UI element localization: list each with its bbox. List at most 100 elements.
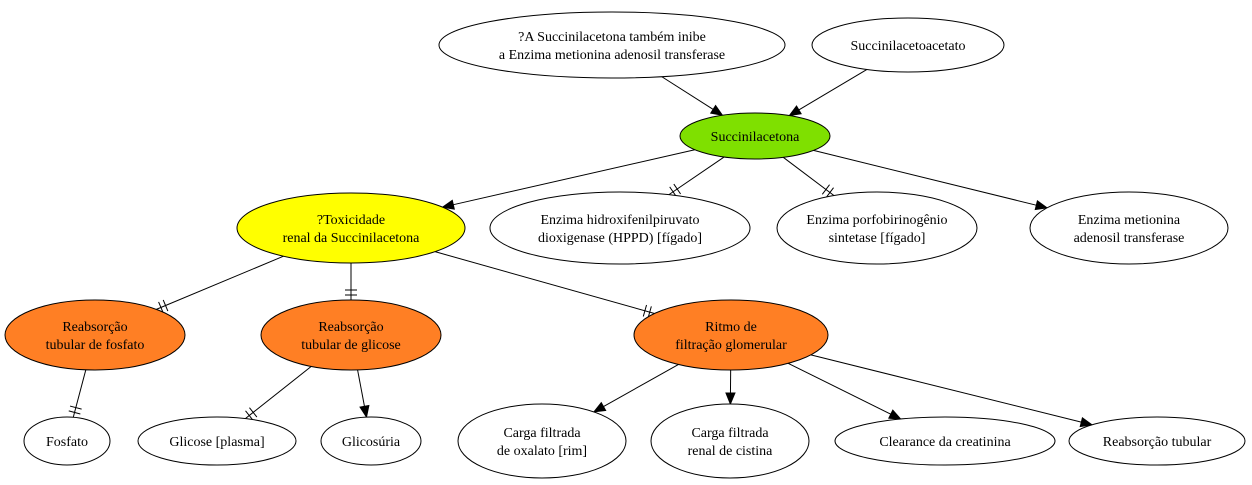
edge-inhibit-note-to-succinilacetona [661,76,724,116]
node-label: Reabsorção [62,320,127,335]
arrowhead-icon [441,199,455,210]
node-glicose-plasma: Glicose [plasma] [137,416,297,466]
node-label: renal da Succinilacetona [283,231,421,246]
edge-succinilacetona-to-metionina [813,149,1049,211]
node-porfobirinogenio: Enzima porfobirinogênio sintetase [fígado… [776,191,978,265]
node-ellipse [137,416,297,466]
edge-ritmo-to-carga-oxalato [592,363,679,413]
node-label: Clearance da creatinina [879,435,1011,450]
edge-succinilacetona-to-porfobirinogenio [782,156,835,198]
edge-ritmo-to-clearance [787,362,902,420]
node-ellipse [260,299,442,371]
inhibition-tee-icon [642,304,648,317]
node-fosfato: Fosfato [23,416,111,466]
node-label: Enzima porfobirinogênio [806,213,947,228]
node-hppd: Enzima hidroxifenilpiruvato dioxigenase (… [489,191,751,265]
node-ellipse [4,299,186,371]
node-carga-cistina: Carga filtrada renal de cistina [650,403,810,479]
edges-layer [68,68,1094,428]
arrowhead-icon [788,105,802,117]
arrowhead-icon [709,104,724,116]
node-label: Succinilacetoacetato [850,39,965,54]
node-ellipse [23,416,111,466]
inhibition-tee-icon [673,183,681,195]
node-ellipse [457,403,627,479]
node-glicosuria: Glicosúria [320,416,422,466]
node-label: de oxalato [rim] [497,444,587,459]
node-ellipse [633,299,829,371]
arrowhead-icon [888,409,902,420]
node-label: sintetase [fígado] [829,231,926,246]
node-label: Reabsorção tubular [1103,435,1212,450]
node-ellipse [834,416,1056,466]
node-reab-glicose: Reabsorção tubular de glicose [260,299,442,371]
edge-ritmo-to-carga-cistina [725,369,736,406]
edge-line [72,369,87,418]
arrowhead-icon [359,404,370,419]
node-ellipse [489,191,751,265]
edge-reab-fosfato-to-fosfato [68,369,87,418]
node-succinilacetoacetato: Succinilacetoacetato [811,17,1005,73]
node-label: ?Toxicidade [317,213,385,228]
inhibition-tee-icon [249,407,258,418]
node-label: ?A Succinilacetona também inibe [518,30,706,45]
node-reab-tubular: Reabsorção tubular [1068,416,1246,466]
node-label: Fosfato [46,435,88,450]
node-label: renal de cistina [688,444,774,459]
edge-line [810,354,1083,423]
arrowhead-icon [725,392,736,406]
node-toxicidade: ?Toxicidade renal da Succinilacetona [236,192,466,264]
node-label: Glicose [plasma] [169,435,264,450]
inhibition-tee-icon [69,405,82,410]
node-succinilacetona: Succinilacetona [679,112,831,160]
node-label: dioxigenase (HPPD) [fígado] [538,231,702,246]
node-ellipse [679,112,831,160]
node-label: Carga filtrada [691,426,769,441]
edge-line [813,149,1038,206]
inhibition-tee-icon [68,410,81,415]
edge-line [357,369,366,408]
node-ritmo: Ritmo de filtração glomerular [633,299,829,371]
node-label: Carga filtrada [503,426,581,441]
node-reab-fosfato: Reabsorção tubular de fosfato [4,299,186,371]
edge-line [797,68,868,111]
inhibition-tee-icon [825,187,834,198]
edge-line [787,362,892,416]
edge-line [245,366,312,419]
node-label: Reabsorção [318,320,383,335]
edge-succinilacetona-to-hppd [668,156,725,198]
edge-toxicidade-to-reab-fosfato [156,255,284,314]
node-label: Succinilacetona [711,130,800,145]
node-ellipse [438,11,786,79]
node-ellipse [650,403,810,479]
node-label: tubular de fosfato [46,338,145,353]
inhibition-tee-icon [158,301,164,314]
node-ellipse [236,192,466,264]
arrowhead-icon [1034,199,1049,211]
edge-line [434,251,655,314]
edge-line [661,76,715,111]
edge-reab-glicose-to-glicosuria [357,369,370,419]
edge-line [782,156,835,196]
node-ellipse [320,416,422,466]
edge-line [452,149,695,206]
edge-line [602,363,679,408]
node-label: Ritmo de [705,320,757,335]
node-ellipse [776,191,978,265]
node-ellipse [1068,416,1246,466]
edge-reab-glicose-to-glicose-plasma [245,366,312,421]
edge-toxicidade-to-reab-glicose [345,263,357,300]
edge-succinilacetona-to-toxicidade [441,149,695,210]
edge-succinilacetoacetato-to-succinilacetona [788,68,868,117]
node-label: Enzima hidroxifenilpiruvato [540,213,699,228]
inhibition-tee-icon [821,184,830,195]
node-label: Enzima metionina [1078,213,1181,228]
node-carga-oxalato: Carga filtrada de oxalato [rim] [457,403,627,479]
node-label: tubular de glicose [301,338,401,353]
edge-line [156,255,284,310]
node-label: filtração glomerular [675,338,787,353]
